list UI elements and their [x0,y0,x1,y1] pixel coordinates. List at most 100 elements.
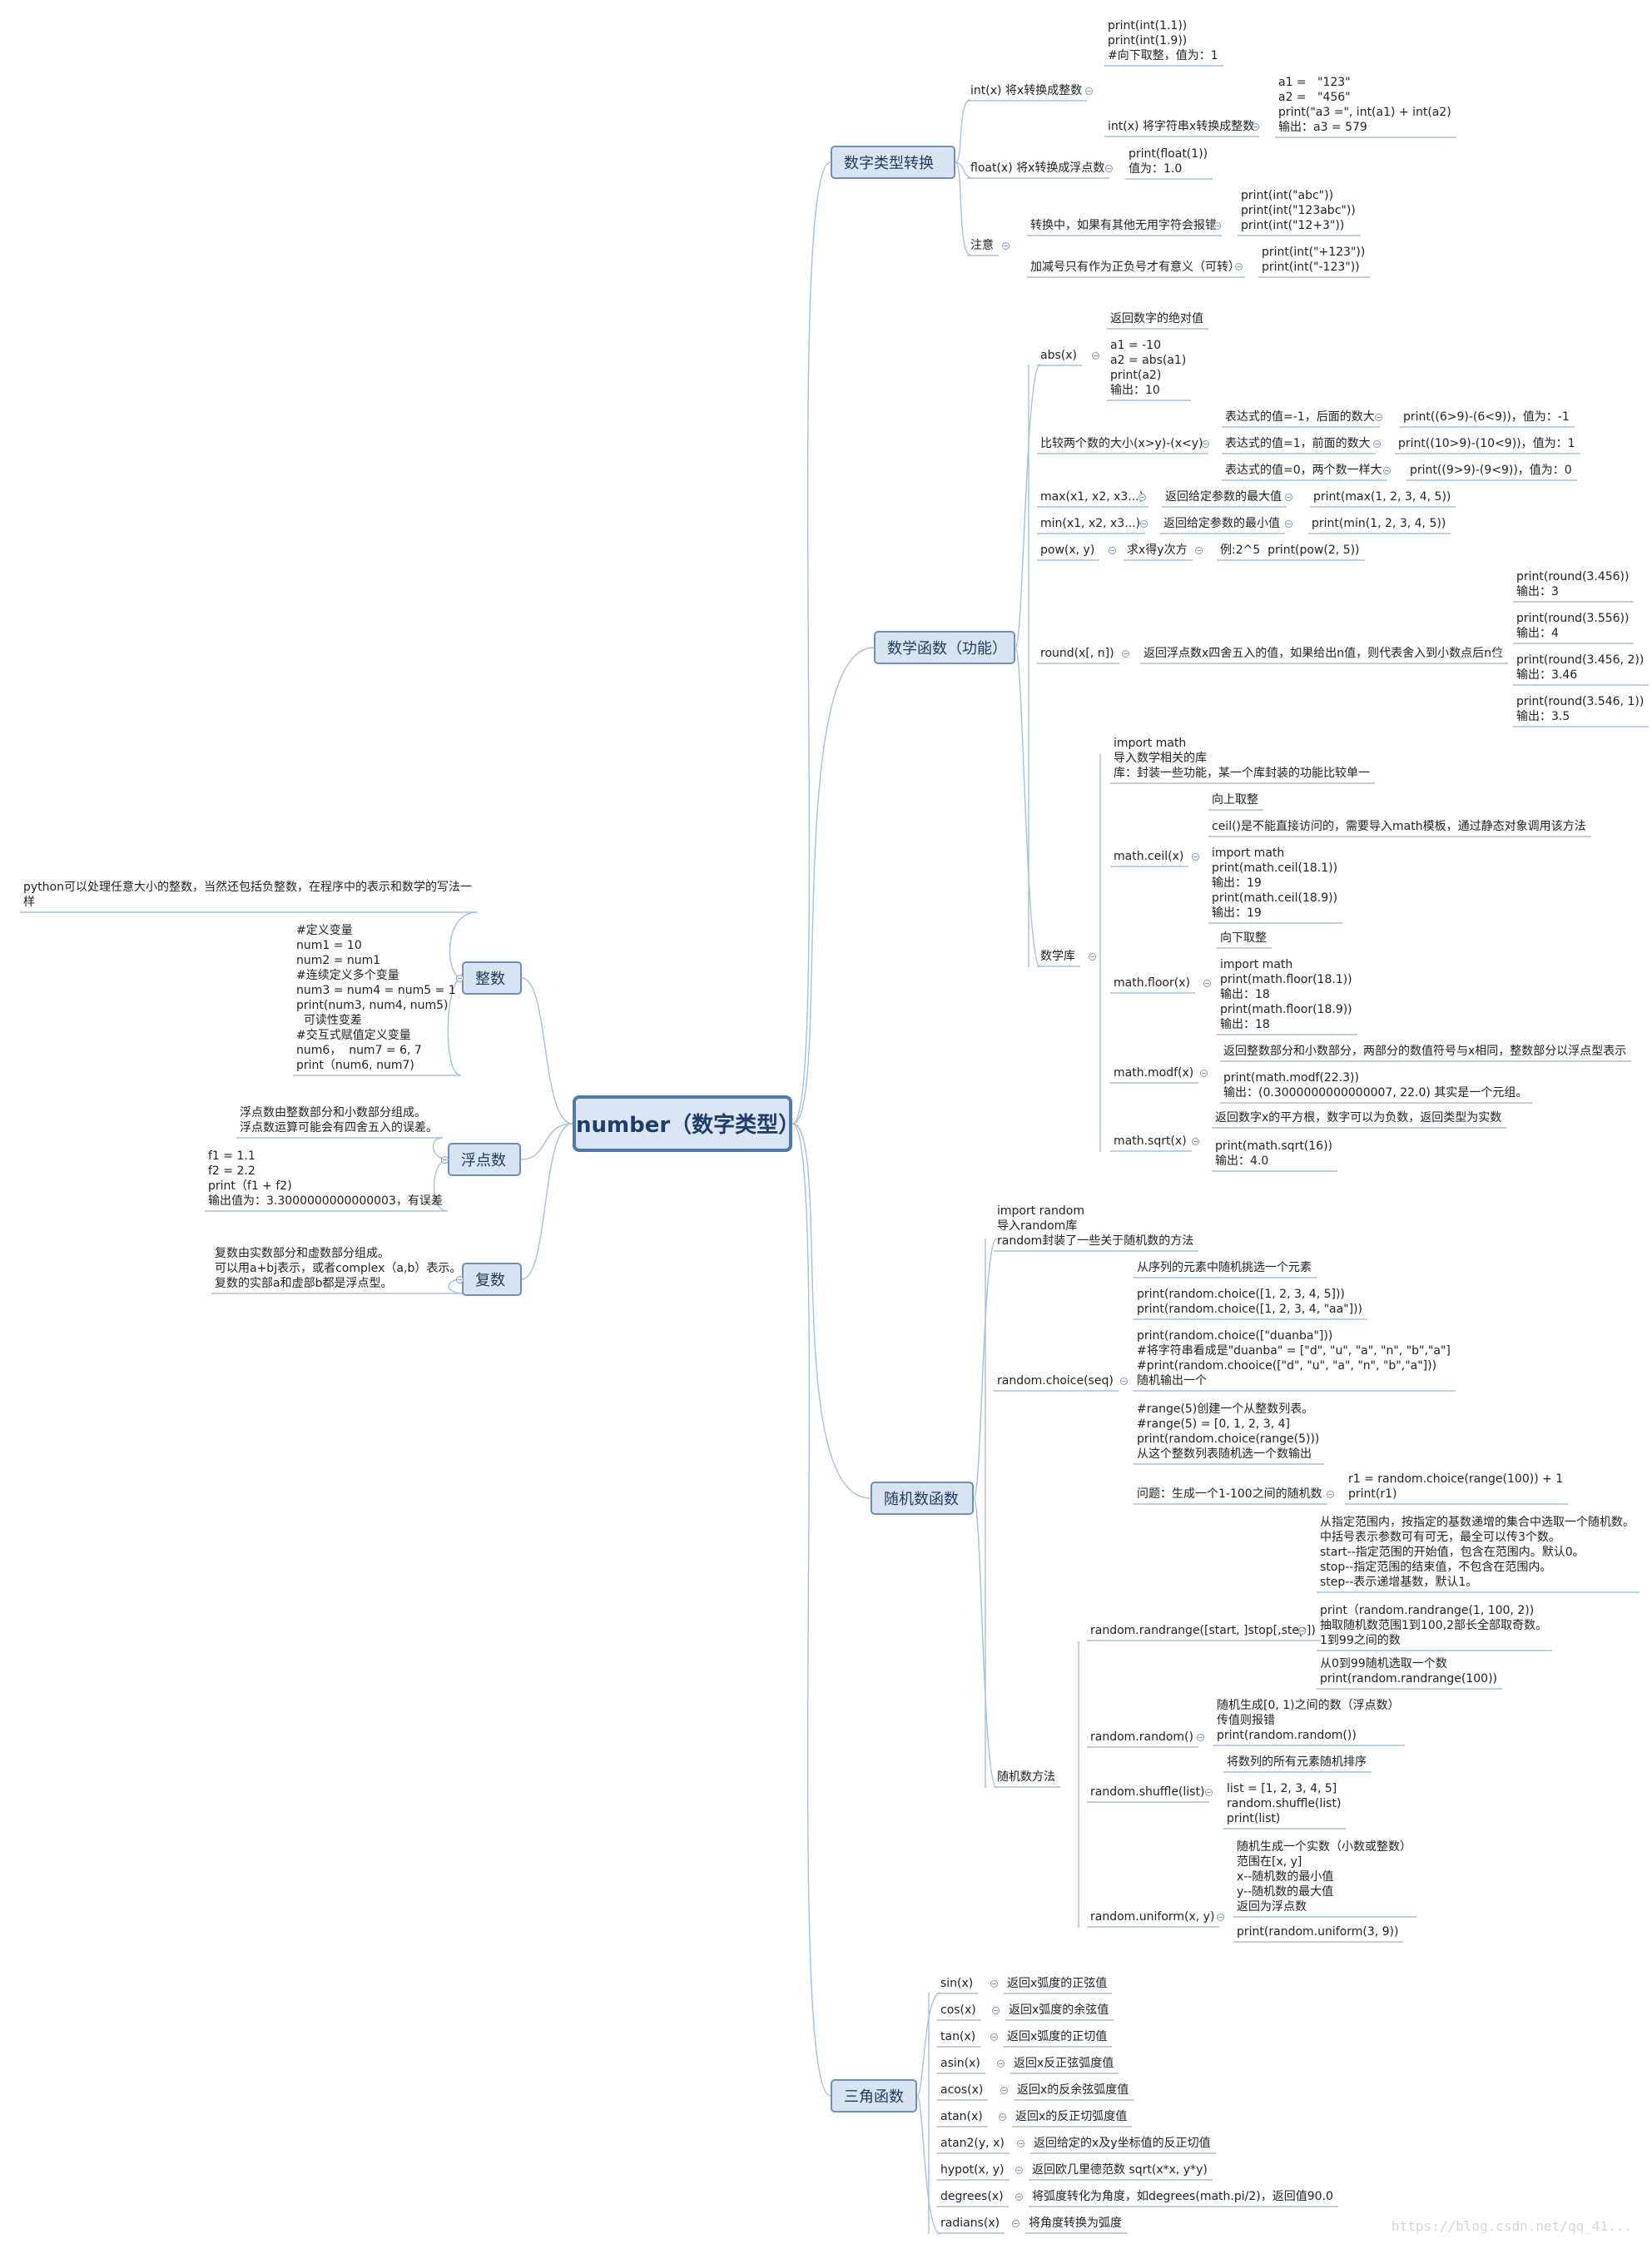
collapse-toggle-icon[interactable] [1202,440,1209,448]
collapse-toggle-icon[interactable] [1213,222,1221,230]
collapse-toggle-icon[interactable] [1383,467,1391,474]
nodes-node[interactable]: print((10>9)-(10<9))，值为：1 [1398,437,1575,450]
nodes-node[interactable]: math.floor(x) [1114,976,1190,990]
collapse-toggle-icon[interactable] [456,1276,464,1283]
nodes-node[interactable]: print(int(1.1)) print(int(1.9)) #向下取整，值为… [1108,19,1218,62]
nodes-node[interactable]: random.shuffle(list) [1090,1785,1205,1799]
collapse-toggle-icon[interactable] [1285,520,1292,528]
collapse-toggle-icon[interactable] [1373,440,1381,448]
collapse-toggle-icon[interactable] [1105,165,1113,172]
nodes-node[interactable]: 表达式的值=0，两个数一样大 [1225,464,1382,477]
branch-fudian[interactable]: 浮点数 [448,1143,521,1176]
nodes-node[interactable]: 返回x的反正切弧度值 [1015,2110,1128,2123]
nodes-node[interactable]: 例:2^5 print(pow(2, 5)) [1220,544,1360,557]
left_text-node[interactable]: python可以处理任意大小的整数，当然还包括负整数，在程序中的表示和数学的写法… [23,881,472,909]
collapse-toggle-icon[interactable] [992,2007,1000,2014]
collapse-toggle-icon[interactable] [1122,650,1129,658]
collapse-toggle-icon[interactable] [1109,547,1116,554]
collapse-toggle-icon[interactable] [1375,414,1382,421]
nodes-node[interactable]: print(int("abc")) print(int("123abc")) p… [1241,189,1356,232]
left_text-node[interactable]: 复数由实数部分和虚数部分组成。 可以用a+bj表示，或者complex（a,b）… [215,1247,462,1290]
nodes-node[interactable]: 返回浮点数x四舍五入的值，如果给出n值，则代表舍入到小数点后n位 [1144,647,1504,660]
nodes-node[interactable]: 返回给定参数的最小值 [1163,517,1280,530]
nodes-node[interactable]: int(x) 将字符串x转换成整数 [1108,120,1255,133]
nodes-node[interactable]: acos(x) [940,2083,984,2097]
nodes-node[interactable]: 比较两个数的大小(x>y)-(x<y) [1040,437,1203,450]
branch-zhuanhuan[interactable]: 数字类型转换 [831,146,955,179]
nodes-node[interactable]: print(min(1, 2, 3, 4, 5)) [1312,517,1446,530]
collapse-toggle-icon[interactable] [999,2113,1006,2121]
nodes-node[interactable]: 加减号只有作为正负号才有意义（可转） [1030,261,1240,274]
nodes-node[interactable]: sin(x) [940,1977,974,1990]
collapse-toggle-icon[interactable] [1092,352,1099,360]
nodes-node[interactable]: 返回整数部分和小数部分，两部分的数值符号与x相同，整数部分以浮点型表示 [1223,1045,1627,1058]
nodes-node[interactable]: 向下取整 [1220,931,1267,945]
nodes-node[interactable]: cos(x) [940,2003,976,2017]
nodes-node[interactable]: min(x1, x2, x3...) [1040,517,1141,530]
nodes-node[interactable]: 随机数方法 [997,1770,1055,1784]
nodes-node[interactable]: 返回给定的x及y坐标值的反正切值 [1034,2137,1211,2150]
nodes-node[interactable]: import math 导入数学相关的库 库：封装一些功能，某一个库封装的功能比… [1114,737,1370,780]
collapse-toggle-icon[interactable] [441,1156,449,1164]
nodes-node[interactable]: random.choice(seq) [997,1374,1114,1388]
collapse-toggle-icon[interactable] [1139,494,1146,501]
left_text-node[interactable]: #定义变量 num1 = 10 num2 = num1 #连续定义多个变量 nu… [296,924,456,1072]
nodes-node[interactable]: float(x) 将x转换成浮点数 [970,161,1105,175]
nodes-node[interactable]: 注意 [970,239,994,252]
nodes-node[interactable]: 返回x弧度的正弦值 [1007,1977,1108,1990]
branch-fushu[interactable]: 复数 [462,1263,522,1296]
nodes-node[interactable]: print(max(1, 2, 3, 4, 5)) [1313,490,1451,504]
collapse-toggle-icon[interactable] [1298,1627,1306,1635]
nodes-node[interactable]: import math print(math.ceil(18.1)) 输出：19… [1212,846,1338,920]
nodes-node[interactable]: print((9>9)-(9<9))，值为：0 [1410,464,1572,477]
nodes-node[interactable]: degrees(x) [940,2190,1004,2203]
collapse-toggle-icon[interactable] [1015,2167,1023,2174]
nodes-node[interactable]: math.modf(x) [1114,1066,1194,1080]
nodes-node[interactable]: 求x得y次方 [1127,544,1188,557]
nodes-node[interactable]: 从0到99随机选取一个数 print(random.randrange(100)… [1320,1657,1498,1686]
nodes-node[interactable]: print(round(3.456)) 输出：3 [1516,570,1630,598]
collapse-toggle-icon[interactable] [1205,1789,1213,1796]
nodes-node[interactable]: 从序列的元素中随机挑选一个元素 [1137,1261,1312,1274]
nodes-node[interactable]: int(x) 将x转换成整数 [970,84,1083,97]
nodes-node[interactable]: asin(x) [940,2057,980,2070]
collapse-toggle-icon[interactable] [456,975,464,982]
nodes-node[interactable]: 返回欧几里德范数 sqrt(x*x, y*y) [1032,2163,1208,2177]
nodes-node[interactable]: 问题：生成一个1-100之间的随机数 [1137,1487,1322,1501]
collapse-toggle-icon[interactable] [1217,1914,1224,1921]
collapse-toggle-icon[interactable] [1252,123,1259,131]
nodes-node[interactable]: print（random.randrange(1, 100, 2)) 抽取随机数… [1320,1604,1547,1647]
nodes-node[interactable]: print(round(3.556)) 输出：4 [1516,612,1630,640]
nodes-node[interactable]: 返回数字的绝对值 [1110,312,1203,325]
nodes-node[interactable]: 返回给定参数的最大值 [1165,490,1282,504]
collapse-toggle-icon[interactable] [1200,1070,1208,1077]
nodes-node[interactable]: atan(x) [940,2110,983,2123]
nodes-node[interactable]: 从指定范围内，按指定的基数递增的集合中选取一个随机数。 中括号表示参数可有可无，… [1320,1516,1635,1589]
nodes-node[interactable]: 表达式的值=1，前面的数大 [1225,437,1371,450]
left_text-node[interactable]: f1 = 1.1 f2 = 2.2 print（f1 + f2) 输出值为：3.… [208,1149,443,1208]
nodes-node[interactable]: print(math.sqrt(16)) 输出：4.0 [1215,1139,1333,1168]
collapse-toggle-icon[interactable] [1493,650,1501,658]
nodes-node[interactable]: print(random.choice(["duanba"])) #将字符串看成… [1137,1329,1451,1388]
collapse-toggle-icon[interactable] [1203,980,1211,987]
collapse-toggle-icon[interactable] [990,1980,998,1988]
collapse-toggle-icon[interactable] [997,2060,1005,2068]
nodes-node[interactable]: abs(x) [1040,349,1077,362]
nodes-node[interactable]: import random 导入random库 random封装了一些关于随机数… [997,1204,1194,1248]
nodes-node[interactable]: atan2(y, x) [940,2137,1005,2150]
nodes-node[interactable]: import math print(math.floor(18.1)) 输出：1… [1220,958,1352,1031]
nodes-node[interactable]: math.sqrt(x) [1114,1134,1187,1148]
nodes-node[interactable]: radians(x) [940,2217,1000,2230]
nodes-node[interactable]: 转换中，如果有其他无用字符会报错 [1030,219,1217,232]
nodes-node[interactable]: round(x[, n]) [1040,647,1114,660]
collapse-toggle-icon[interactable] [1085,87,1093,95]
nodes-node[interactable]: 返回x弧度的正切值 [1007,2030,1108,2043]
nodes-node[interactable]: 返回数字x的平方根，数字可以为负数，返回类型为实数 [1215,1111,1502,1124]
nodes-node[interactable]: 随机生成[0, 1)之间的数（浮点数） 传值则报错 print(random.r… [1217,1699,1400,1742]
nodes-node[interactable]: random.randrange([start, ]stop[,step]) [1090,1624,1316,1637]
collapse-toggle-icon[interactable] [1120,1378,1128,1385]
nodes-node[interactable]: print(int("+123")) print(int("-123")) [1262,246,1366,274]
nodes-node[interactable]: 将弧度转化为角度，如degrees(math.pi/2)，返回值90.0 [1032,2190,1333,2203]
nodes-node[interactable]: 返回x的反余弦弧度值 [1017,2083,1129,2097]
nodes-node[interactable]: 将角度转换为弧度 [1029,2217,1122,2230]
